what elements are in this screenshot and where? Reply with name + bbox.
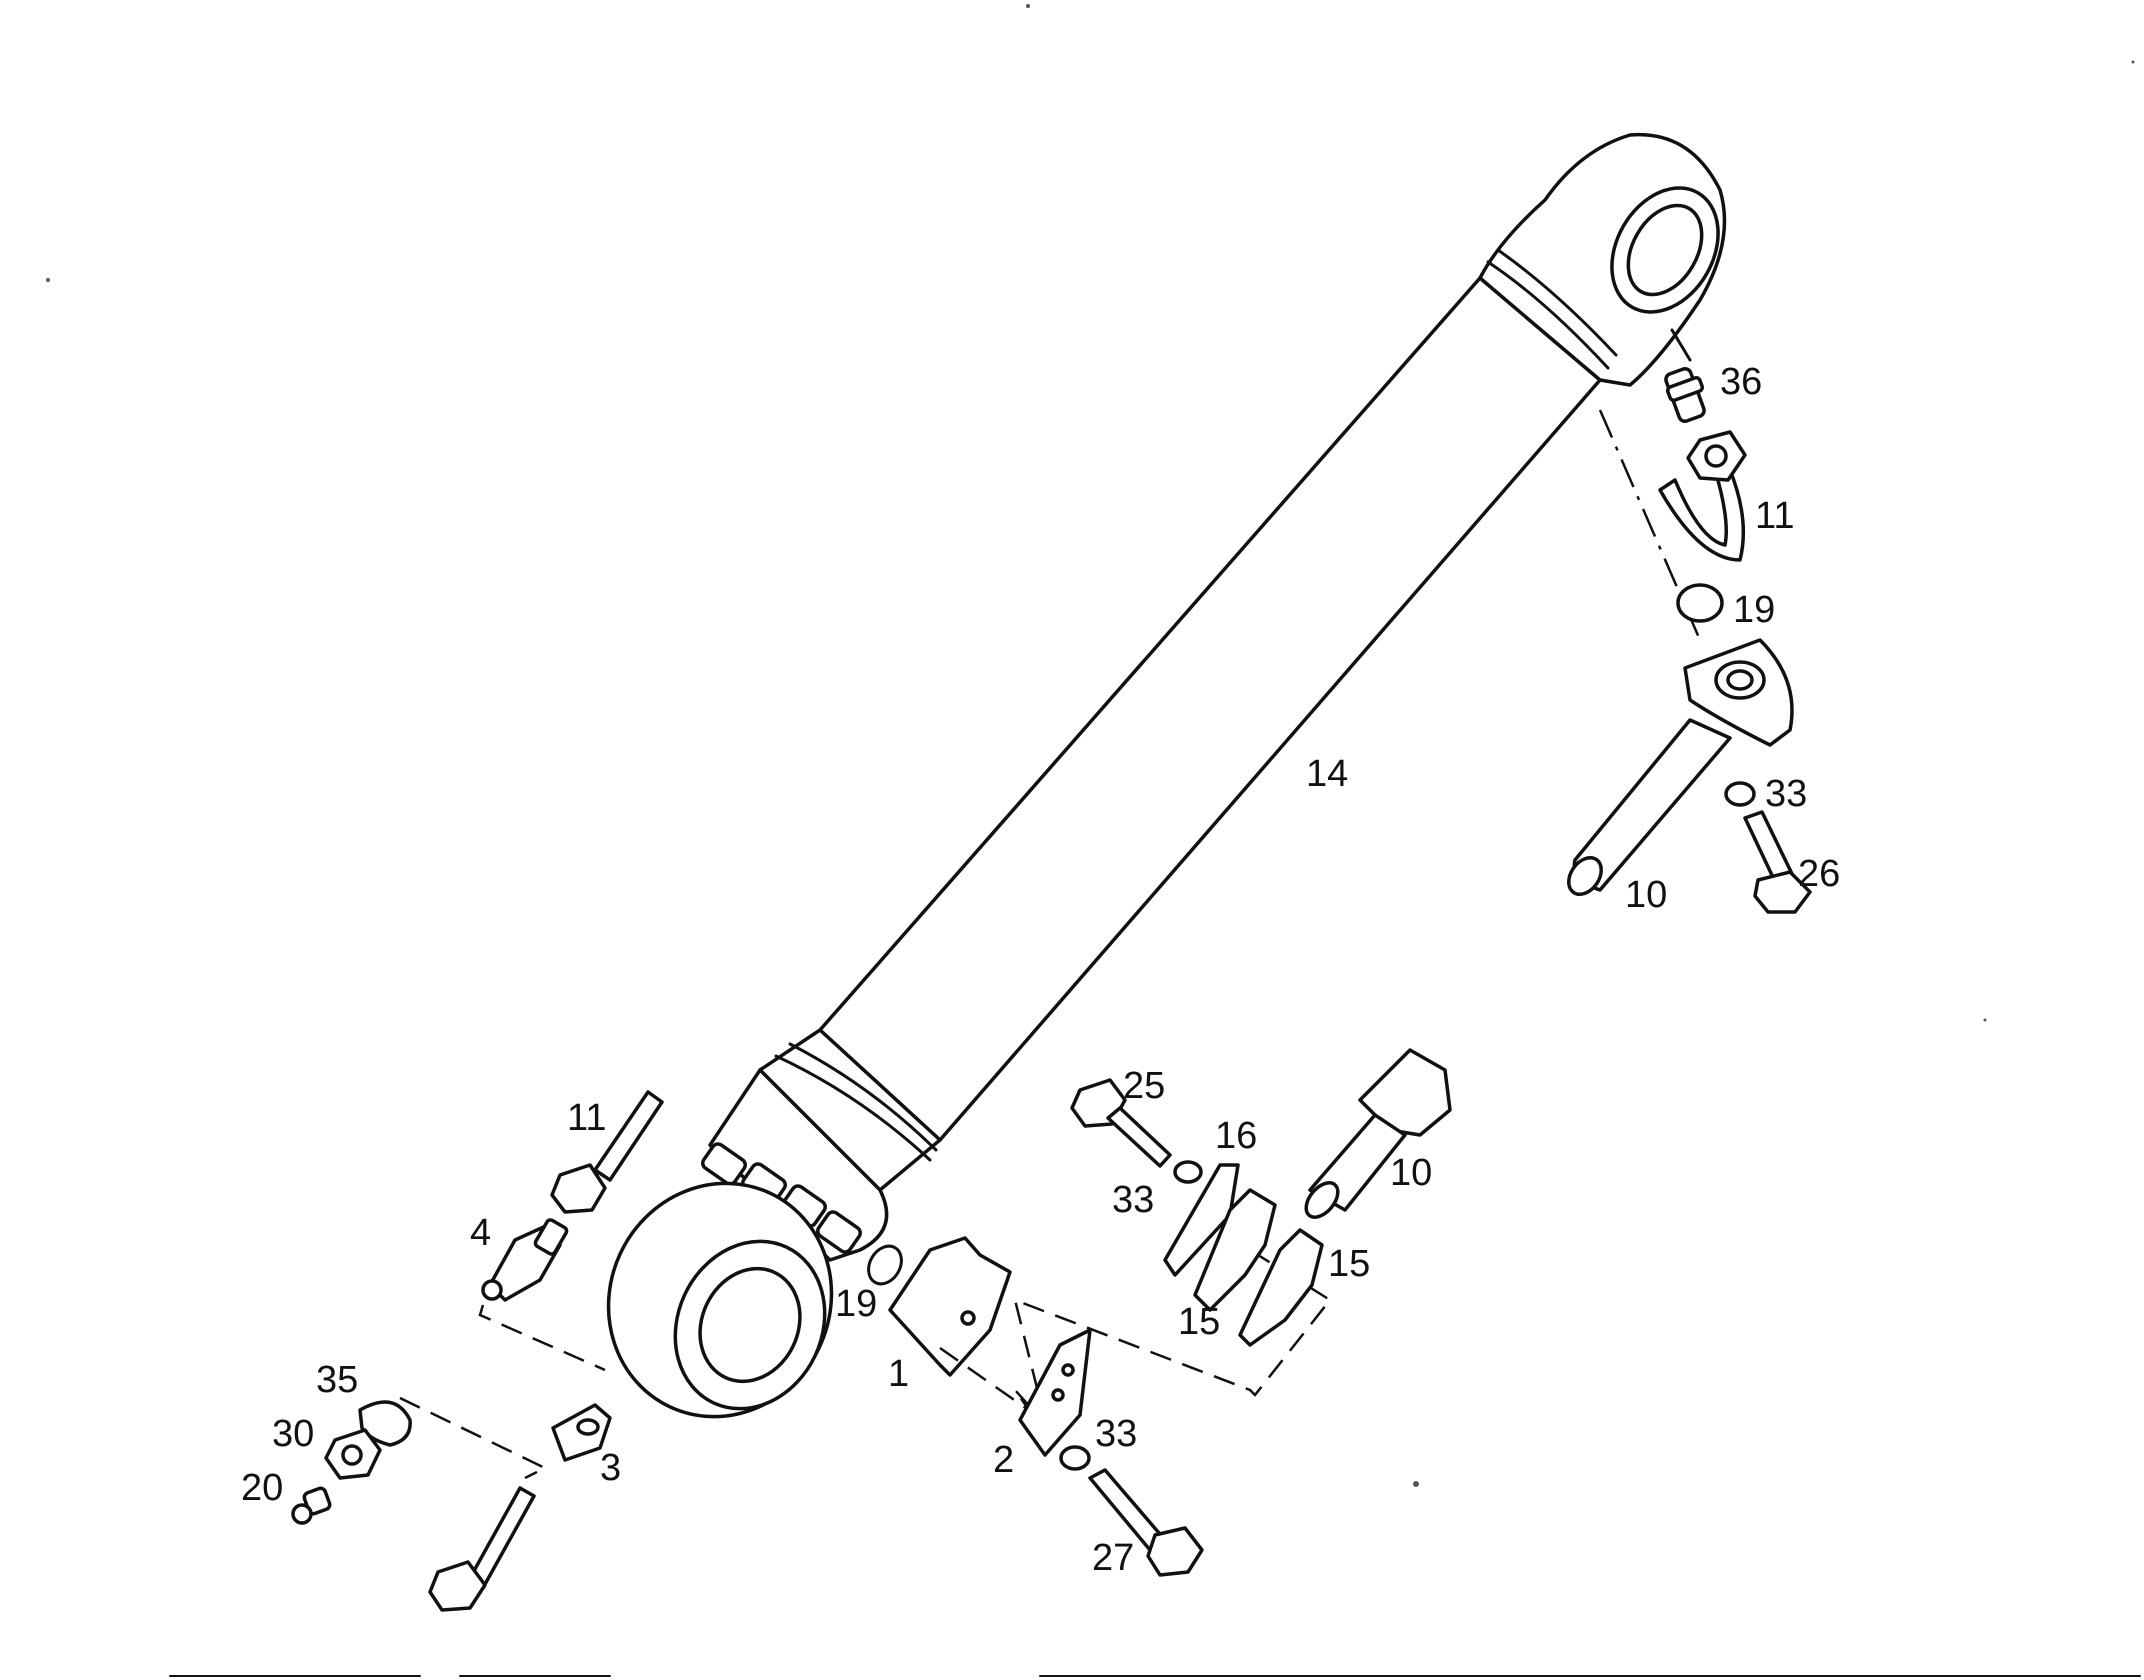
part-30-nut xyxy=(324,1428,382,1480)
scan-artifacts xyxy=(46,4,2141,1677)
callout-36: 36 xyxy=(1720,361,1762,403)
callout-27: 27 xyxy=(1092,1537,1134,1579)
callout-33-upper: 33 xyxy=(1765,773,1807,815)
part-15-block-left xyxy=(1193,1188,1277,1312)
callout-1: 1 xyxy=(888,1353,909,1395)
callout-4: 4 xyxy=(470,1212,491,1254)
part-11-pipe-lower xyxy=(550,1090,664,1214)
callout-labels: 36 11 19 14 33 26 10 25 11 16 10 33 4 15… xyxy=(241,361,1840,1579)
part-33-washer-upper xyxy=(1724,781,1756,807)
callout-2: 2 xyxy=(993,1439,1014,1481)
callout-15-left: 15 xyxy=(1178,1301,1220,1343)
callout-3: 3 xyxy=(600,1447,621,1489)
callout-10-upper: 10 xyxy=(1625,874,1667,916)
callout-26: 26 xyxy=(1798,853,1840,895)
part-10-tube-lower xyxy=(1304,1048,1452,1219)
callout-16: 16 xyxy=(1215,1115,1257,1157)
part-4-valve xyxy=(481,1218,569,1302)
callout-19-upper: 19 xyxy=(1733,589,1775,631)
part-15-block-right xyxy=(1238,1228,1324,1347)
callout-10-lower: 10 xyxy=(1390,1152,1432,1194)
leader-line-lower-left xyxy=(478,1304,606,1372)
part-27-bolt xyxy=(1088,1468,1204,1577)
part-16-plate xyxy=(1163,1163,1240,1277)
part-33-washer-mid xyxy=(1173,1160,1203,1184)
callout-11-upper: 11 xyxy=(1755,495,1794,537)
part-1-block xyxy=(888,1236,1012,1377)
part-19-oring-lower xyxy=(867,1244,903,1286)
part-26-bolt xyxy=(1743,810,1812,914)
callout-25: 25 xyxy=(1123,1065,1165,1107)
callout-11-lower: 11 xyxy=(567,1097,606,1139)
callout-15-right: 15 xyxy=(1328,1243,1370,1285)
callout-14: 14 xyxy=(1306,753,1348,795)
part-10-flange-tube-upper xyxy=(1567,638,1794,896)
cylinder-tube xyxy=(606,132,1727,1419)
part-36-fitting xyxy=(1664,367,1706,423)
callout-33-lower: 33 xyxy=(1095,1413,1137,1455)
part-19-oring-upper xyxy=(1676,583,1724,623)
leader-line-nuts xyxy=(399,1396,548,1480)
leader-line-upper xyxy=(1598,409,1702,641)
part-3-bracket xyxy=(551,1403,612,1462)
callout-30: 30 xyxy=(272,1413,314,1455)
callout-35: 35 xyxy=(316,1359,358,1401)
callout-20: 20 xyxy=(241,1467,283,1509)
part-33-washer-lower xyxy=(1059,1445,1091,1471)
part-2-plate xyxy=(1018,1328,1092,1457)
part-11-pipe-upper xyxy=(1658,430,1747,562)
callout-33-mid: 33 xyxy=(1112,1179,1154,1221)
part-25-bolt xyxy=(1070,1078,1172,1168)
bolt-lower-left xyxy=(428,1486,536,1612)
part-20-nipple xyxy=(291,1486,332,1525)
callout-19-lower: 19 xyxy=(835,1283,877,1325)
